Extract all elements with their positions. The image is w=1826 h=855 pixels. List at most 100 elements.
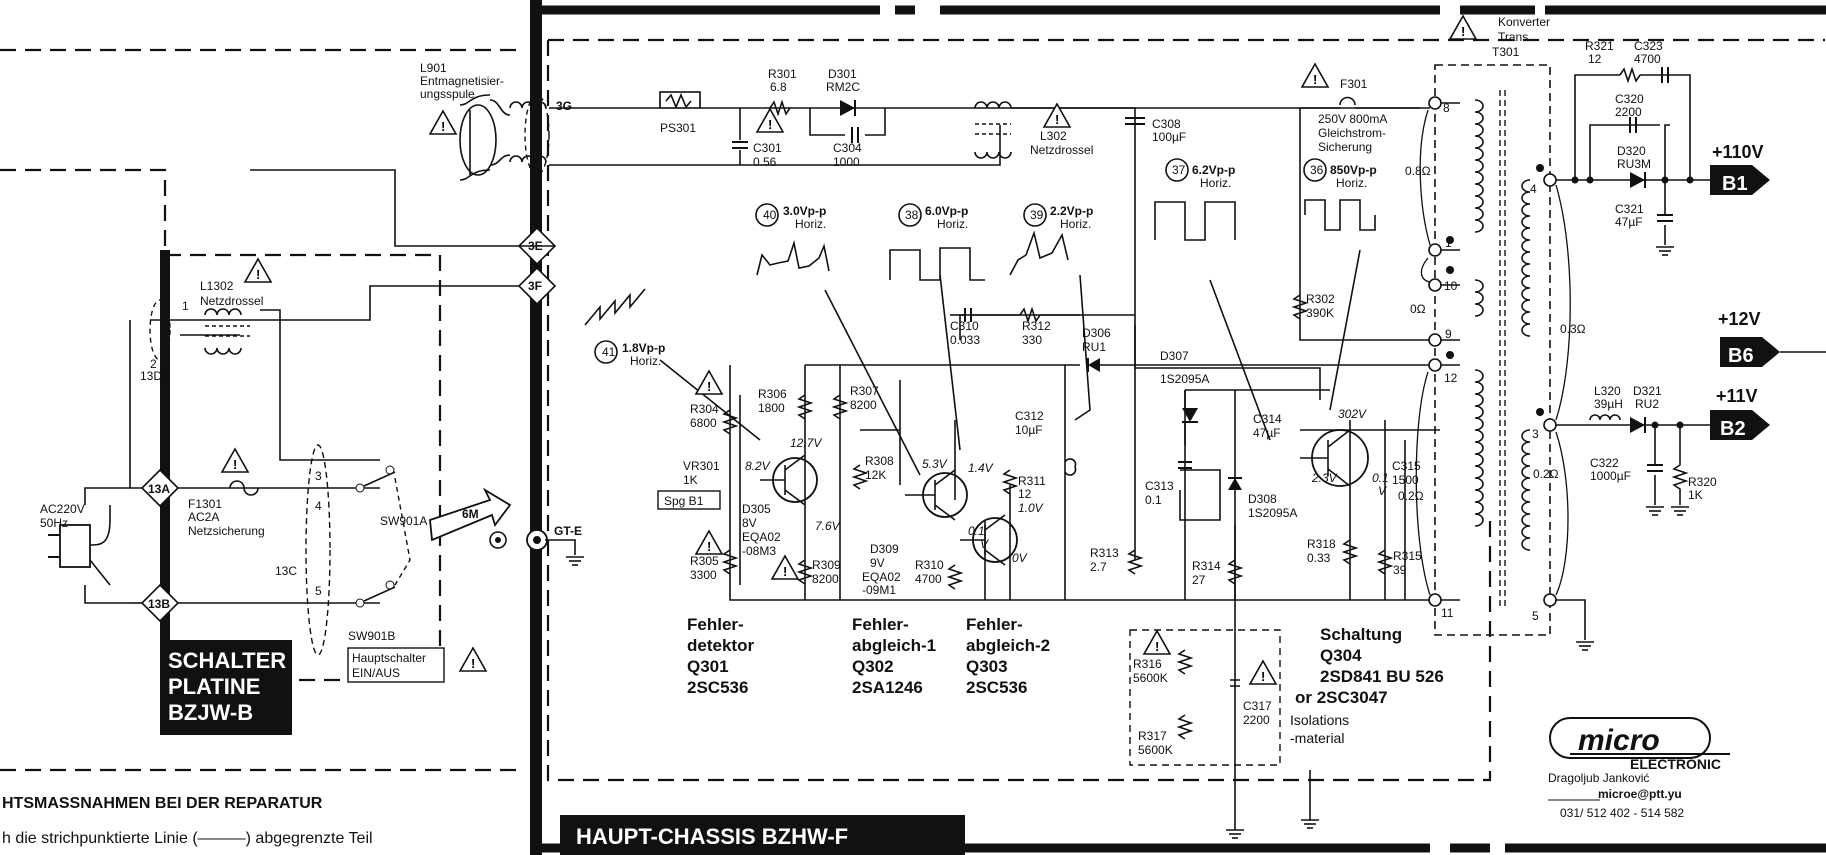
stage-3-title-1: Fehler- (966, 615, 1023, 634)
wave-36-mode: Horiz. (1336, 176, 1367, 190)
transformer-label-2: Trans. (1498, 30, 1532, 44)
r318-value: 0.33 (1307, 551, 1331, 565)
r315-value: 39 (1393, 563, 1407, 577)
r316-value: 5600K (1133, 671, 1168, 685)
r302-value: 390K (1306, 306, 1334, 320)
r310-value: 4700 (915, 572, 942, 586)
switch-b-label: SW901B (348, 629, 395, 643)
output-b6-voltage: +12V (1718, 309, 1761, 329)
switch-a-label: SW901A (380, 514, 427, 528)
r317-value: 5600K (1138, 743, 1173, 757)
degauss-coil (459, 94, 550, 181)
waveforms (584, 158, 1376, 476)
c312-value: 10µF (1015, 423, 1043, 437)
logo-phone: 031/ 512 402 - 514 582 (1560, 806, 1684, 820)
stage-4-title: Schaltung (1320, 625, 1402, 644)
c321-value: 47µF (1615, 215, 1643, 229)
t301-pin-1: 1 (1445, 236, 1452, 250)
vr301-value: 1K (683, 473, 698, 487)
res-0-8: 0.8Ω (1405, 164, 1431, 178)
wave-39-mode: Horiz. (1060, 217, 1091, 231)
wave-36-amp: 850Vp-p (1330, 163, 1377, 177)
main-chassis-title: HAUPT-CHASSIS BZHW-F (576, 824, 848, 849)
logo-email: microe@ptt.yu (1598, 787, 1682, 801)
c313-label: C313 (1145, 479, 1174, 493)
r320-value: 1K (1688, 488, 1703, 502)
c313-value: 0.1 (1145, 493, 1162, 507)
logo-mark: micro (1578, 724, 1660, 757)
output-section (1300, 66, 1826, 829)
res-0: 0Ω (1410, 302, 1426, 316)
stage-3-type: 2SC536 (966, 678, 1027, 697)
wave-38-amp: 6.0Vp-p (925, 204, 968, 218)
c310-value: 0.033 (950, 333, 980, 347)
c322-label: C322 (1590, 456, 1619, 470)
transformer-label-3: T301 (1492, 45, 1520, 59)
r313-value: 2.7 (1090, 560, 1107, 574)
conn-13d1: 13D1 (140, 369, 169, 383)
conn-3f: 3F (528, 279, 542, 293)
isolation-label-2: -material (1290, 730, 1344, 746)
r306-label: R306 (758, 387, 787, 401)
wave-38-num: 38 (905, 208, 919, 222)
stage-3-title-2: abgleich-2 (966, 636, 1050, 655)
d309-type-2: -09M1 (862, 583, 896, 597)
f301-name-2: Sicherung (1318, 140, 1372, 154)
l302-name: Netzdrossel (1030, 143, 1093, 157)
d308-label: D308 (1248, 492, 1277, 506)
d307-value: 1S2095A (1160, 372, 1209, 386)
f301-label: F301 (1340, 77, 1368, 91)
pin-2: 2 (150, 357, 157, 371)
output-tag-b2 (1710, 410, 1770, 440)
stage-1-type: 2SC536 (687, 678, 748, 697)
volt-0-1d: V (1378, 484, 1387, 498)
conn-13c: 13C (275, 564, 297, 578)
volt-1-0: 1.0V (1018, 501, 1044, 515)
volt-2-3: 2.3V (1311, 471, 1338, 485)
r305-value: 3300 (690, 568, 717, 582)
switch-board-title-3: BZJW-B (168, 700, 253, 725)
r314-value: 27 (1192, 573, 1206, 587)
logo-author: Dragoljub Janković (1548, 771, 1649, 785)
stage-1-part: Q301 (687, 657, 729, 676)
c321-label: C321 (1615, 202, 1644, 216)
regulator-wiring (659, 91, 1440, 839)
conn-13b: 13B (148, 597, 170, 611)
choke-l1302: L1302 (200, 279, 234, 293)
wave-41-mode: Horiz. (630, 354, 661, 368)
r311-value: 12 (1018, 487, 1032, 501)
volt-0-1a: 0.1 (968, 524, 985, 538)
isolation-label-1: Isolations (1290, 712, 1349, 728)
d305-label: D305 (742, 502, 771, 516)
t301-pin-11: 11 (1441, 606, 1454, 620)
output-b1-name: B1 (1722, 173, 1748, 195)
r304-value: 6800 (690, 416, 717, 430)
l901-desc-2: ungsspule (420, 87, 475, 101)
r312-value: 330 (1022, 333, 1042, 347)
stage-4-part: Q304 (1320, 646, 1362, 665)
r321-label: R321 (1585, 39, 1614, 53)
c322-value: 1000µF (1590, 469, 1631, 483)
d301-label: D301 (828, 67, 857, 81)
c308-value: 100µF (1152, 130, 1186, 144)
transistors (760, 429, 1369, 566)
r301-value: 6.8 (770, 80, 787, 94)
d320-value: RU3M (1617, 157, 1651, 171)
logo-word: ELECTRONIC (1630, 756, 1721, 772)
pin-5: 5 (315, 584, 322, 598)
volt-0: 0V (1012, 551, 1028, 565)
wave-37-amp: 6.2Vp-p (1192, 163, 1235, 177)
d301-value: RM2C (826, 80, 860, 94)
r302-label: R302 (1306, 292, 1335, 306)
r309-value: 8200 (812, 572, 839, 586)
d308-value: 1S2095A (1248, 506, 1297, 520)
res-0-2b: 0.2Ω (1533, 467, 1559, 481)
r311-label: R311 (1018, 474, 1046, 488)
wave-37-mode: Horiz. (1200, 176, 1231, 190)
d309-type-1: EQA02 (862, 570, 901, 584)
t301-pin-5: 5 (1532, 609, 1539, 623)
switch-board-title-1: SCHALTER (168, 648, 286, 673)
output-b6-name: B6 (1728, 345, 1754, 367)
transformer-label-1: Konverter (1498, 15, 1550, 29)
